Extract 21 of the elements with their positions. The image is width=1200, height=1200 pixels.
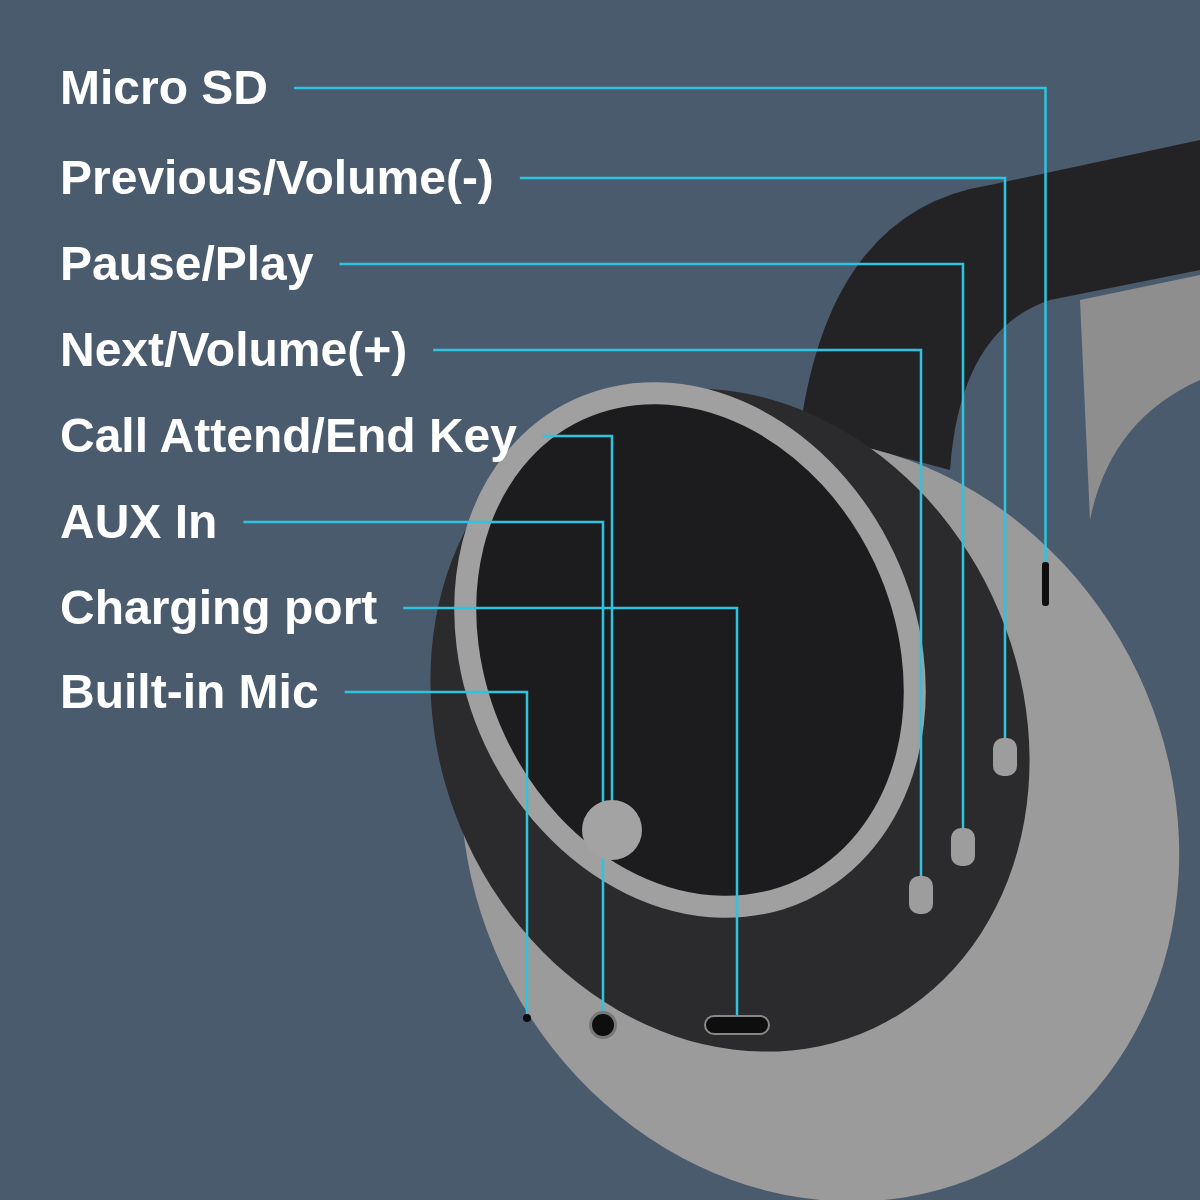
button [993,738,1017,776]
callout-label: Pause/Play [60,234,314,294]
leader-line [433,348,923,876]
callout-label: Built-in Mic [60,662,319,722]
leader-line [403,606,739,1015]
leader-line [243,520,605,1011]
usb-port [704,1015,770,1035]
card-slot [1042,562,1049,606]
callout-label: Call Attend/End Key [60,406,517,466]
leader-line [339,262,965,828]
button [909,876,933,914]
callout-label: AUX In [60,492,218,552]
leader-line [519,176,1007,738]
leader-line [344,690,529,1014]
button [951,828,975,866]
leader-line [294,86,1047,562]
callout-label: Next/Volume(+) [60,320,408,380]
mic-hole [523,1014,531,1022]
callout-label: Micro SD [60,58,269,118]
callout-label: Previous/Volume(-) [60,148,494,208]
callout-label: Charging port [60,578,378,638]
